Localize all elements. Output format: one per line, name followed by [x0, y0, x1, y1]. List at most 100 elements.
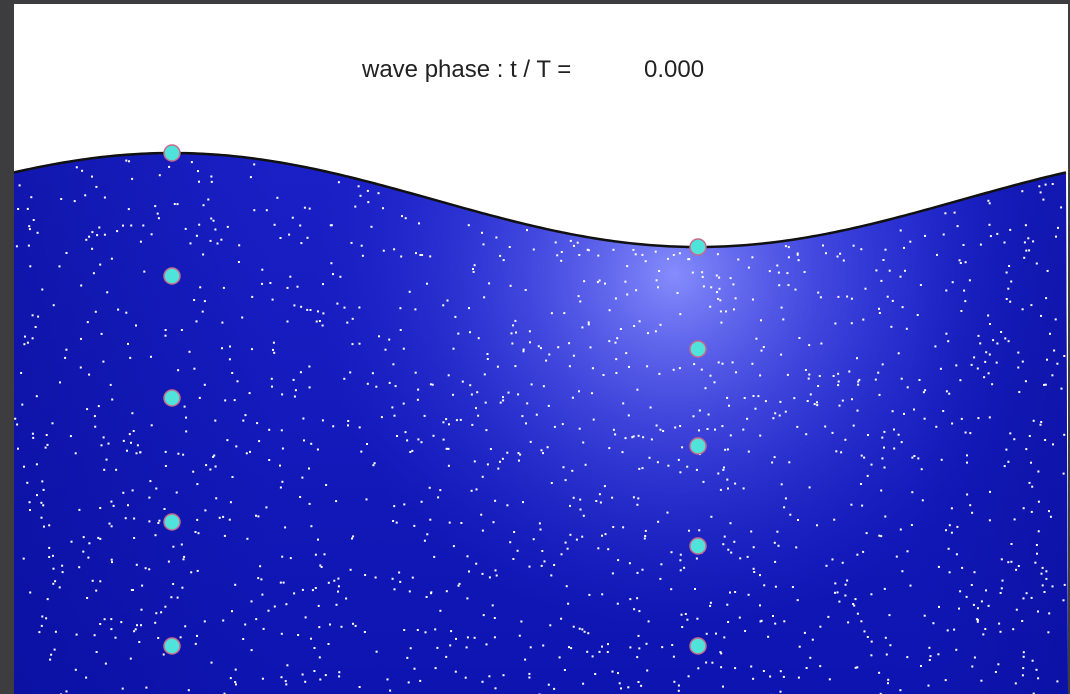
tracer-particle [135, 452, 138, 455]
tracer-particle [899, 689, 902, 692]
tracer-particle [777, 271, 780, 274]
tracer-particle [103, 618, 106, 621]
tracer-particle [338, 675, 341, 678]
tracer-particle [303, 206, 306, 209]
tracer-particle [921, 499, 924, 502]
tracer-particle [581, 535, 584, 538]
tracer-particle [388, 338, 391, 341]
tracer-particle [403, 503, 406, 506]
tracer-particle [1040, 421, 1043, 423]
tracer-particle [911, 491, 914, 494]
tracer-particle [541, 550, 544, 552]
tracer-particle [992, 339, 995, 342]
tracer-particle [261, 593, 264, 596]
tracer-particle [771, 461, 774, 464]
tracer-particle [591, 392, 593, 395]
tracer-particle [899, 229, 902, 232]
tracer-particle [103, 196, 106, 199]
tracer-particle [393, 505, 396, 508]
tracer-particle [1035, 544, 1038, 546]
tracer-particle [782, 675, 785, 678]
tracer-particle [878, 671, 881, 674]
tracer-particle [395, 521, 398, 524]
tracer-particle [880, 489, 883, 492]
tracer-particle [1007, 561, 1010, 564]
tracer-particle [614, 433, 617, 436]
tracer-particle [560, 259, 563, 262]
tracer-particle [955, 553, 958, 556]
tracer-particle [818, 375, 821, 377]
tracer-particle [883, 446, 885, 449]
tracer-particle [822, 244, 824, 247]
tracer-particle [746, 555, 749, 558]
tracer-particle [95, 185, 98, 188]
tracer-particle [547, 404, 550, 407]
tracer-particle [129, 657, 132, 660]
tracer-particle [402, 347, 405, 350]
tracer-particle [1010, 280, 1013, 283]
tracer-particle [64, 356, 67, 359]
tracer-particle [615, 358, 618, 361]
tracer-particle [722, 685, 724, 688]
tracer-particle [882, 259, 885, 261]
tracer-particle [622, 526, 625, 529]
tracer-particle [136, 624, 138, 627]
tracer-particle [288, 233, 291, 236]
tracer-particle [28, 501, 31, 504]
tracer-particle [496, 365, 499, 368]
tracer-particle [468, 307, 470, 310]
tracer-particle [366, 189, 369, 192]
tracer-particle [138, 641, 141, 643]
tracer-particle [1037, 470, 1040, 473]
tracer-particle [16, 423, 19, 426]
tracer-particle [468, 570, 470, 573]
tracer-particle [110, 618, 113, 621]
tracer-particle [382, 207, 384, 210]
tracer-particle [432, 434, 435, 437]
tracer-particle [189, 242, 192, 245]
tracer-particle [378, 335, 380, 338]
tracer-particle [727, 548, 730, 551]
tracer-particle [631, 436, 634, 439]
tracer-particle [641, 568, 644, 571]
tracer-particle [659, 428, 662, 431]
tracer-particle [856, 666, 859, 669]
tracer-particle [1010, 543, 1013, 545]
tracer-particle [329, 224, 332, 227]
tracer-particle [846, 579, 849, 582]
tracer-particle [494, 687, 497, 690]
tracer-particle [399, 580, 402, 583]
tracer-particle [752, 567, 755, 570]
tracer-particle [841, 399, 844, 402]
tracer-particle [29, 509, 31, 511]
tracer-particle [959, 379, 962, 382]
tracer-particle [667, 464, 670, 467]
tracer-particle [529, 440, 532, 443]
tracer-particle [728, 404, 730, 407]
tracer-particle [1009, 300, 1012, 303]
tracer-particle [581, 628, 584, 631]
tracer-particle [399, 307, 402, 310]
tracer-particle [1051, 585, 1054, 588]
tracer-particle [508, 246, 511, 248]
tracer-particle [797, 519, 799, 521]
tracer-particle [636, 388, 639, 391]
tracer-particle [483, 373, 486, 376]
tracer-particle [976, 367, 979, 370]
water-surface-line [14, 151, 1067, 249]
tracer-particle [327, 643, 330, 645]
tracer-particle [961, 566, 964, 569]
tracer-particle [995, 361, 998, 364]
tracer-particle [309, 309, 312, 311]
tracer-particle [20, 372, 23, 374]
tracer-particle [759, 434, 762, 437]
tracer-particle [983, 376, 986, 379]
tracer-particle [93, 415, 96, 418]
tracer-particle [507, 391, 510, 394]
tracer-particle [35, 463, 38, 466]
tracer-particle [890, 325, 893, 328]
tracer-particle [234, 681, 237, 684]
tracer-particle [888, 269, 891, 272]
tracer-particle [280, 676, 283, 679]
tracer-particle [196, 569, 199, 572]
